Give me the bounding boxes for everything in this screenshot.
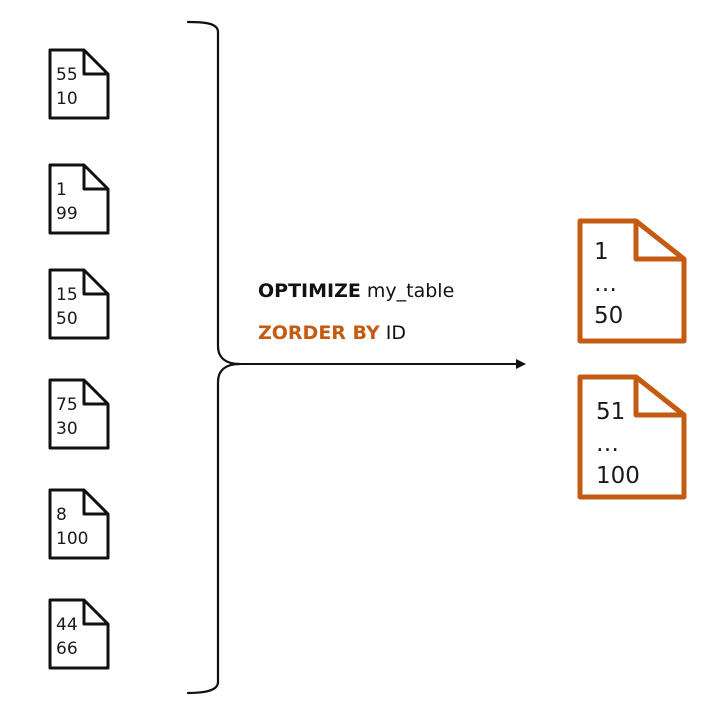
output-files: 1 … 50 51 … 100 — [577, 218, 687, 500]
output-file-line3: 100 — [596, 463, 640, 489]
input-file-line2: 100 — [56, 529, 88, 549]
command-line-optimize: OPTIMIZE my_table — [258, 280, 454, 302]
input-file-icon: 44 66 — [48, 598, 110, 670]
input-file-line1: 15 — [56, 285, 78, 305]
input-file-line2: 99 — [56, 204, 78, 224]
output-file-line2: … — [594, 271, 617, 297]
input-file-line1: 44 — [56, 615, 78, 635]
input-file-line1: 75 — [56, 395, 78, 415]
zorder-by-keyword: ZORDER BY — [258, 322, 380, 344]
input-file-line2: 30 — [56, 419, 78, 439]
curly-brace — [186, 20, 242, 695]
output-file-line2: … — [596, 431, 619, 457]
table-name: my_table — [361, 280, 454, 302]
input-file-icon: 1 99 — [48, 163, 110, 235]
optimize-keyword: OPTIMIZE — [258, 280, 361, 302]
input-file-icon: 55 10 — [48, 48, 110, 120]
input-file-line2: 10 — [56, 89, 78, 109]
input-file-line1: 55 — [56, 65, 78, 85]
input-file-line2: 66 — [56, 639, 78, 659]
zorder-column: ID — [380, 322, 406, 344]
input-file-icon: 15 50 — [48, 268, 110, 340]
input-file-icon: 75 30 — [48, 378, 110, 450]
input-file-line2: 50 — [56, 309, 78, 329]
input-file-icon: 8 100 — [48, 488, 110, 560]
output-file-icon: 51 … 100 — [577, 374, 687, 500]
output-file-line1: 51 — [596, 399, 625, 425]
input-file-line1: 1 — [56, 180, 67, 200]
output-file-icon: 1 … 50 — [577, 218, 687, 344]
command-line-zorder: ZORDER BY ID — [258, 322, 406, 344]
output-file-line1: 1 — [594, 239, 609, 265]
input-file-line1: 8 — [56, 505, 67, 525]
input-files: 55 10 1 99 15 50 75 30 8 100 — [48, 48, 110, 670]
output-file-line3: 50 — [594, 303, 623, 329]
